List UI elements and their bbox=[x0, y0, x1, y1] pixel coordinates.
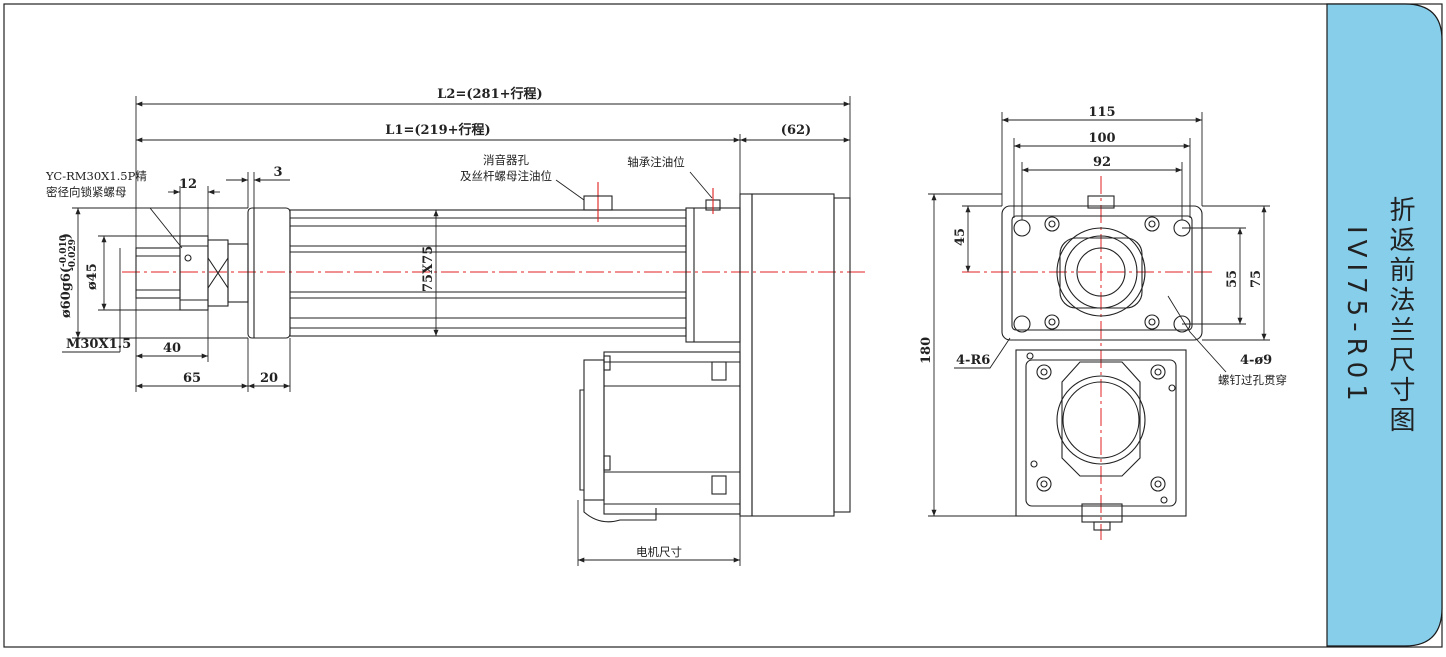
dim-115: 115 bbox=[1088, 105, 1115, 120]
sidebar-title-block bbox=[1326, 3, 1443, 647]
rear-plate bbox=[739, 193, 753, 517]
dim-92: 92 bbox=[1093, 155, 1111, 170]
dim-L1: L1=(219+行程) bbox=[385, 122, 490, 138]
holes-label: 4-ø9 bbox=[1240, 353, 1272, 368]
dim-55: 55 bbox=[1225, 270, 1240, 288]
dim-45: 45 bbox=[953, 228, 968, 246]
muffler-label-2: 及丝杆螺母注油位 bbox=[460, 169, 552, 183]
dim-3: 3 bbox=[273, 165, 282, 180]
motor-flange-plate bbox=[751, 193, 835, 517]
side-dimensions bbox=[62, 96, 851, 566]
front-view-labels: 115 100 92 45 180 55 75 4-R6 4-ø9 螺钉过孔贯穿 bbox=[919, 105, 1287, 387]
muffler-label-1: 消音器孔 bbox=[483, 153, 529, 167]
flange-bore bbox=[1056, 227, 1146, 317]
dia45-label: ø45 bbox=[85, 263, 100, 290]
front-dimensions bbox=[928, 112, 1270, 517]
nut-label-2: 密径向锁紧螺母 bbox=[46, 185, 127, 199]
flange-plate bbox=[1001, 205, 1203, 341]
motor-size-label: 电机尺寸 bbox=[636, 545, 682, 559]
side-view bbox=[122, 182, 868, 523]
hole-tl bbox=[1013, 219, 1031, 237]
dim-65: 65 bbox=[183, 371, 201, 386]
motor-flange bbox=[1015, 349, 1187, 517]
dia60-label: ø60g6(-0.010-0.029) bbox=[59, 233, 78, 318]
sidebar-title: 折返前法兰尺寸图 bbox=[1385, 196, 1415, 436]
dim-75: 75 bbox=[1249, 270, 1264, 288]
dim-L2: L2=(281+行程) bbox=[437, 86, 542, 102]
motor-body bbox=[603, 351, 741, 515]
dim-12: 12 bbox=[179, 177, 197, 192]
dim-40: 40 bbox=[163, 341, 181, 356]
hole-bl bbox=[1013, 315, 1031, 333]
holes-note: 螺钉过孔贯穿 bbox=[1218, 373, 1287, 387]
thread-label: M30X1.5 bbox=[66, 337, 131, 352]
side-view-labels: L2=(281+行程) L1=(219+行程) (62) 3 12 YC-RM3… bbox=[45, 86, 811, 559]
lock-nut bbox=[179, 235, 209, 311]
body-size-label: 75X75 bbox=[421, 246, 436, 292]
nut-label-1: YC-RM30X1.5P精 bbox=[45, 169, 147, 183]
bearing-oil-label: 轴承注油位 bbox=[627, 155, 685, 169]
front-view bbox=[962, 176, 1216, 540]
dim-62: (62) bbox=[781, 123, 811, 138]
corner-radius-label: 4-R6 bbox=[956, 353, 990, 368]
actuator-body bbox=[289, 209, 687, 337]
sheet-border bbox=[3, 3, 1443, 648]
dim-20: 20 bbox=[260, 371, 278, 386]
dim-100: 100 bbox=[1088, 131, 1115, 146]
sidebar-model: IVI75-R01 bbox=[1341, 226, 1371, 407]
dim-180: 180 bbox=[919, 337, 934, 364]
sidebar-text: 折返前法兰尺寸图 IVI75-R01 bbox=[1341, 196, 1415, 436]
